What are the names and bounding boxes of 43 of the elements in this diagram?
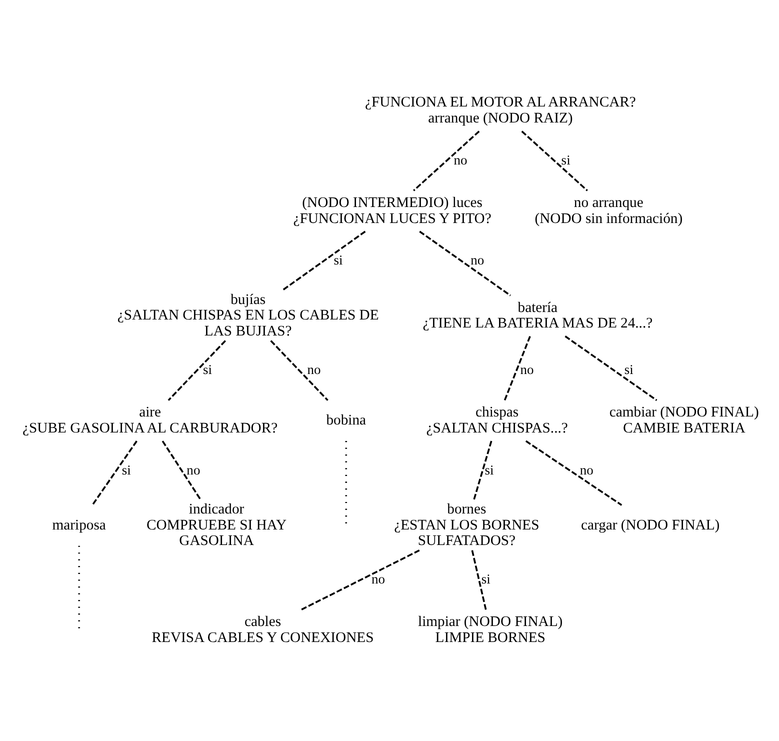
edge-label: no (371, 572, 385, 587)
edge-label: si (484, 462, 494, 478)
edge-label: no (307, 362, 321, 377)
node-text: (NODO INTERMEDIO) luces ¿FUNCIONAN LUCES Y PITO? (293, 195, 492, 227)
node-text: no arranque (NODO sin información) (534, 195, 683, 227)
edge-label: si (624, 362, 634, 377)
edge-label: no (454, 152, 468, 168)
connector (419, 230, 511, 296)
edge-label: no (186, 462, 200, 478)
node-text: mariposa (52, 517, 106, 534)
connector (281, 230, 366, 292)
node-text: aire ¿SUBE GASOLINA AL CARBURADOR? (22, 404, 278, 436)
connector (504, 336, 531, 401)
node-text: bornes ¿ESTAN LOS BORNES SULFATADOS? (394, 501, 540, 550)
connector (168, 340, 226, 401)
connector (472, 440, 492, 501)
connector (564, 336, 658, 402)
node-text: cables REVISA CABLES Y CONEXIONES (152, 614, 374, 646)
connector (300, 550, 420, 611)
edge-label: no (470, 252, 484, 268)
connector (521, 130, 588, 192)
edge-label: no (580, 462, 594, 478)
connector (471, 550, 487, 610)
node-text: batería ¿TIENE LA BATERIA MAS DE 24...? (422, 300, 653, 332)
connector (525, 440, 622, 506)
edge-label: si (203, 362, 212, 377)
node-text: limpiar (NODO FINAL) LIMPIE BORNES (418, 614, 563, 646)
node-text: indicador COMPRUEBE SI HAY GASOLINA (146, 501, 287, 550)
edge-label: si (334, 252, 343, 268)
node-text: ¿FUNCIONA EL MOTOR AL ARRANCAR? arranque (NODO RAIZ) (365, 94, 636, 127)
edge-label: si (122, 462, 131, 478)
node-text: bobina (326, 412, 366, 428)
node-text: cambiar (NODO FINAL) CAMBIE BATERIA (609, 404, 759, 436)
connector (413, 130, 480, 192)
node-text: cargar (NODO FINAL) (581, 517, 720, 534)
edge-label: no (520, 362, 534, 377)
connector (270, 340, 328, 401)
edge-label: si (561, 152, 570, 168)
node-text: bujías ¿SALTAN CHISPAS EN LOS CABLES DE LAS BUJIAS? (117, 292, 379, 340)
node-text: chispas ¿SALTAN CHISPAS...? (426, 404, 568, 436)
connector (92, 440, 138, 506)
connector (162, 440, 202, 501)
edge-label: si (481, 572, 490, 587)
